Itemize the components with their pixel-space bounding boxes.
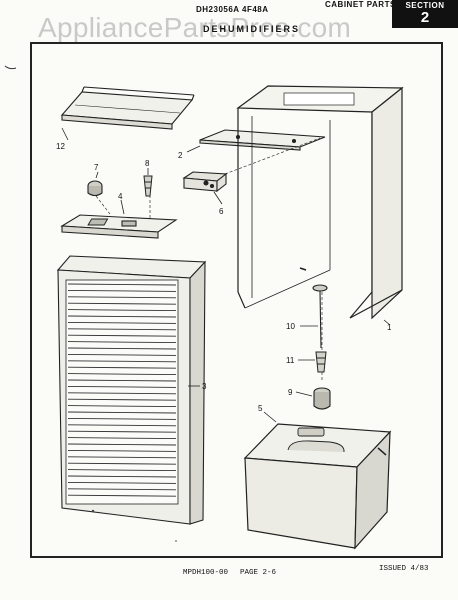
speck (175, 540, 177, 542)
part-4-control-plate (60, 214, 178, 239)
louver-slat (67, 430, 177, 433)
header-model: DH23056A 4F48A (196, 5, 269, 14)
louver-slat (67, 373, 177, 376)
louver-slat (67, 341, 177, 344)
part-5-bucket (243, 423, 392, 550)
part-11-connector (315, 351, 327, 373)
louver-slat (67, 353, 177, 356)
part-10-rod (312, 284, 328, 349)
louver-slat (67, 379, 177, 382)
callout-5: 5 (258, 404, 263, 413)
louver-slat (67, 283, 177, 286)
leader-4 (120, 199, 125, 215)
part-12-top-grille (60, 86, 195, 130)
section-number: 2 (420, 9, 430, 26)
louver-slat (67, 462, 177, 465)
louver-slat (67, 334, 177, 337)
leader-6 (213, 191, 223, 205)
louver-slat (67, 449, 177, 452)
louver-slat (67, 321, 177, 324)
louver-slat (67, 424, 177, 427)
callout-4: 4 (118, 192, 123, 201)
section-label: SECTION (405, 1, 445, 10)
section-box: SECTION 2 (392, 0, 458, 28)
footer-code: MPDH100-00 (183, 569, 229, 577)
footer-page: PAGE 2-6 (240, 569, 277, 577)
callout-8: 8 (145, 159, 150, 168)
header-cabinet-parts: CABINET PARTS (325, 0, 396, 9)
leader-12 (61, 127, 69, 141)
footer-issued: ISSUED 4/83 (379, 565, 429, 573)
callout-7: 7 (94, 163, 99, 172)
part-1-cabinet-shell (236, 85, 404, 320)
leader-5 (263, 411, 277, 423)
louver-slat (67, 417, 177, 420)
louver-slat (67, 392, 177, 395)
part-2-mounting-plate (199, 129, 326, 151)
leader-7 (95, 171, 99, 179)
callout-3: 3 (202, 382, 207, 391)
louver-slat (67, 481, 177, 484)
leader-9 (295, 391, 313, 397)
louver-slat (67, 405, 177, 408)
louver-slat (67, 385, 177, 388)
callout-10: 10 (286, 322, 295, 331)
header-title: DEHUMIDIFIERS (203, 24, 301, 34)
louver-slat (67, 302, 177, 305)
callout-6: 6 (219, 207, 224, 216)
louver-slat (67, 469, 177, 472)
margin-mark (4, 65, 17, 70)
louver-slat (67, 443, 177, 446)
louver-slat (67, 328, 177, 331)
louver-slat (67, 494, 177, 497)
diagram-frame (30, 42, 443, 558)
part-8-pin (143, 175, 153, 197)
louver-slat (67, 488, 177, 491)
part-6-bracket (182, 171, 228, 193)
louver-slat (67, 347, 177, 350)
watermark-text: AppliancePartsPros.com (38, 12, 352, 43)
louver-slat (67, 296, 177, 299)
leader-1 (383, 319, 391, 326)
louver-slat (67, 475, 177, 478)
callout-9: 9 (288, 388, 293, 397)
louver-slat (67, 309, 177, 312)
louver-slat (67, 456, 177, 459)
part-7-knob (87, 180, 103, 197)
louver-slat (67, 411, 177, 414)
louver-slat (67, 360, 177, 363)
louver-slat (67, 289, 177, 292)
callout-2: 2 (178, 151, 183, 160)
louver-slat (67, 437, 177, 440)
louver-slat (67, 398, 177, 401)
part-3-front-grille (56, 255, 207, 525)
louver-slat (67, 366, 177, 369)
leader-2 (186, 145, 201, 153)
speck (91, 509, 95, 513)
callout-12: 12 (56, 142, 65, 151)
part-9-fitting (313, 387, 331, 410)
louver-slat (67, 315, 177, 318)
callout-11: 11 (286, 356, 295, 365)
callout-1: 1 (387, 323, 392, 332)
